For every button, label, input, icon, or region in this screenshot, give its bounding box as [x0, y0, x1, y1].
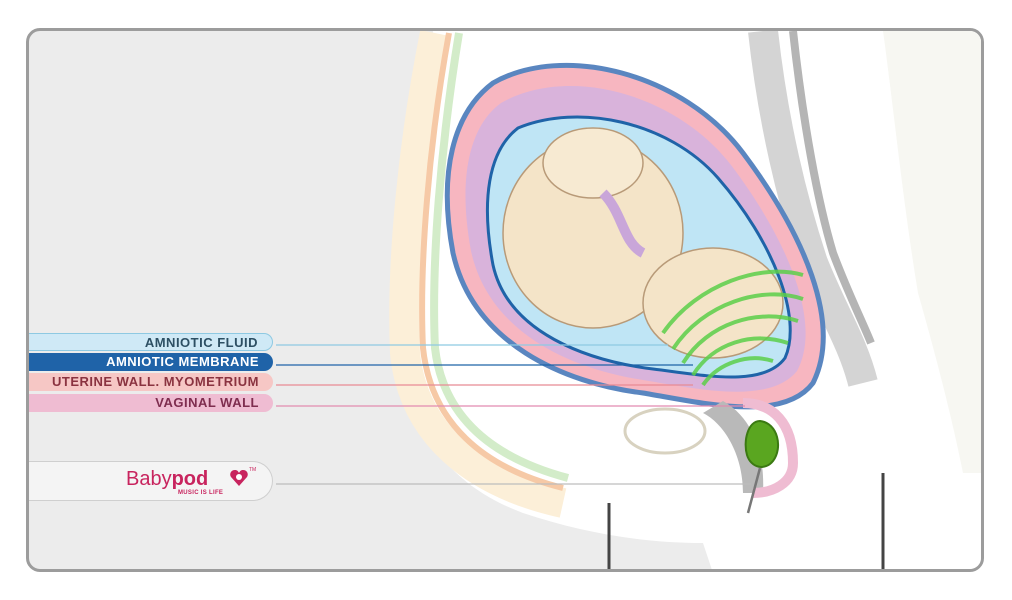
uterine-wall-label: UTERINE WALL. MYOMETRIUM	[29, 373, 273, 391]
abdominal-layer-green	[430, 32, 570, 482]
umbilical-cord	[599, 189, 646, 258]
vaginal-canal	[703, 401, 764, 493]
logo-callout	[29, 461, 273, 501]
abdominal-layer-outer	[389, 31, 567, 518]
spine-column	[748, 31, 878, 387]
bladder	[623, 407, 707, 455]
logo-brand-light: Baby	[126, 468, 172, 490]
logo-heart-icon	[230, 470, 248, 486]
sound-waves	[661, 269, 804, 387]
logo-brand-bold: pod	[171, 468, 209, 490]
amniotic-membrane-label: AMNIOTIC MEMBRANE	[29, 353, 273, 371]
vaginal-wall	[742, 398, 799, 498]
diagram-frame	[26, 28, 984, 572]
lower-body-outline	[607, 473, 885, 569]
leader-lines	[276, 344, 751, 485]
amniotic-fluid-label: AMNIOTIC FLUID	[29, 333, 273, 351]
babypod-device	[744, 419, 780, 468]
fetus-head	[642, 247, 784, 359]
pregnancy-anatomy-illustration	[276, 31, 981, 569]
babypod-cable	[746, 467, 762, 514]
vaginal-wall-label: VAGINAL WALL	[29, 394, 273, 412]
logo-tagline: MUSIC IS LIFE	[178, 490, 224, 496]
fetus-leg	[542, 127, 644, 199]
spinal-cord	[789, 31, 875, 345]
babypod-logo: Babypod	[126, 469, 208, 489]
spine-region	[723, 31, 981, 473]
abdominal-layer-orange	[419, 32, 564, 491]
logo-trademark: TM	[249, 467, 257, 473]
